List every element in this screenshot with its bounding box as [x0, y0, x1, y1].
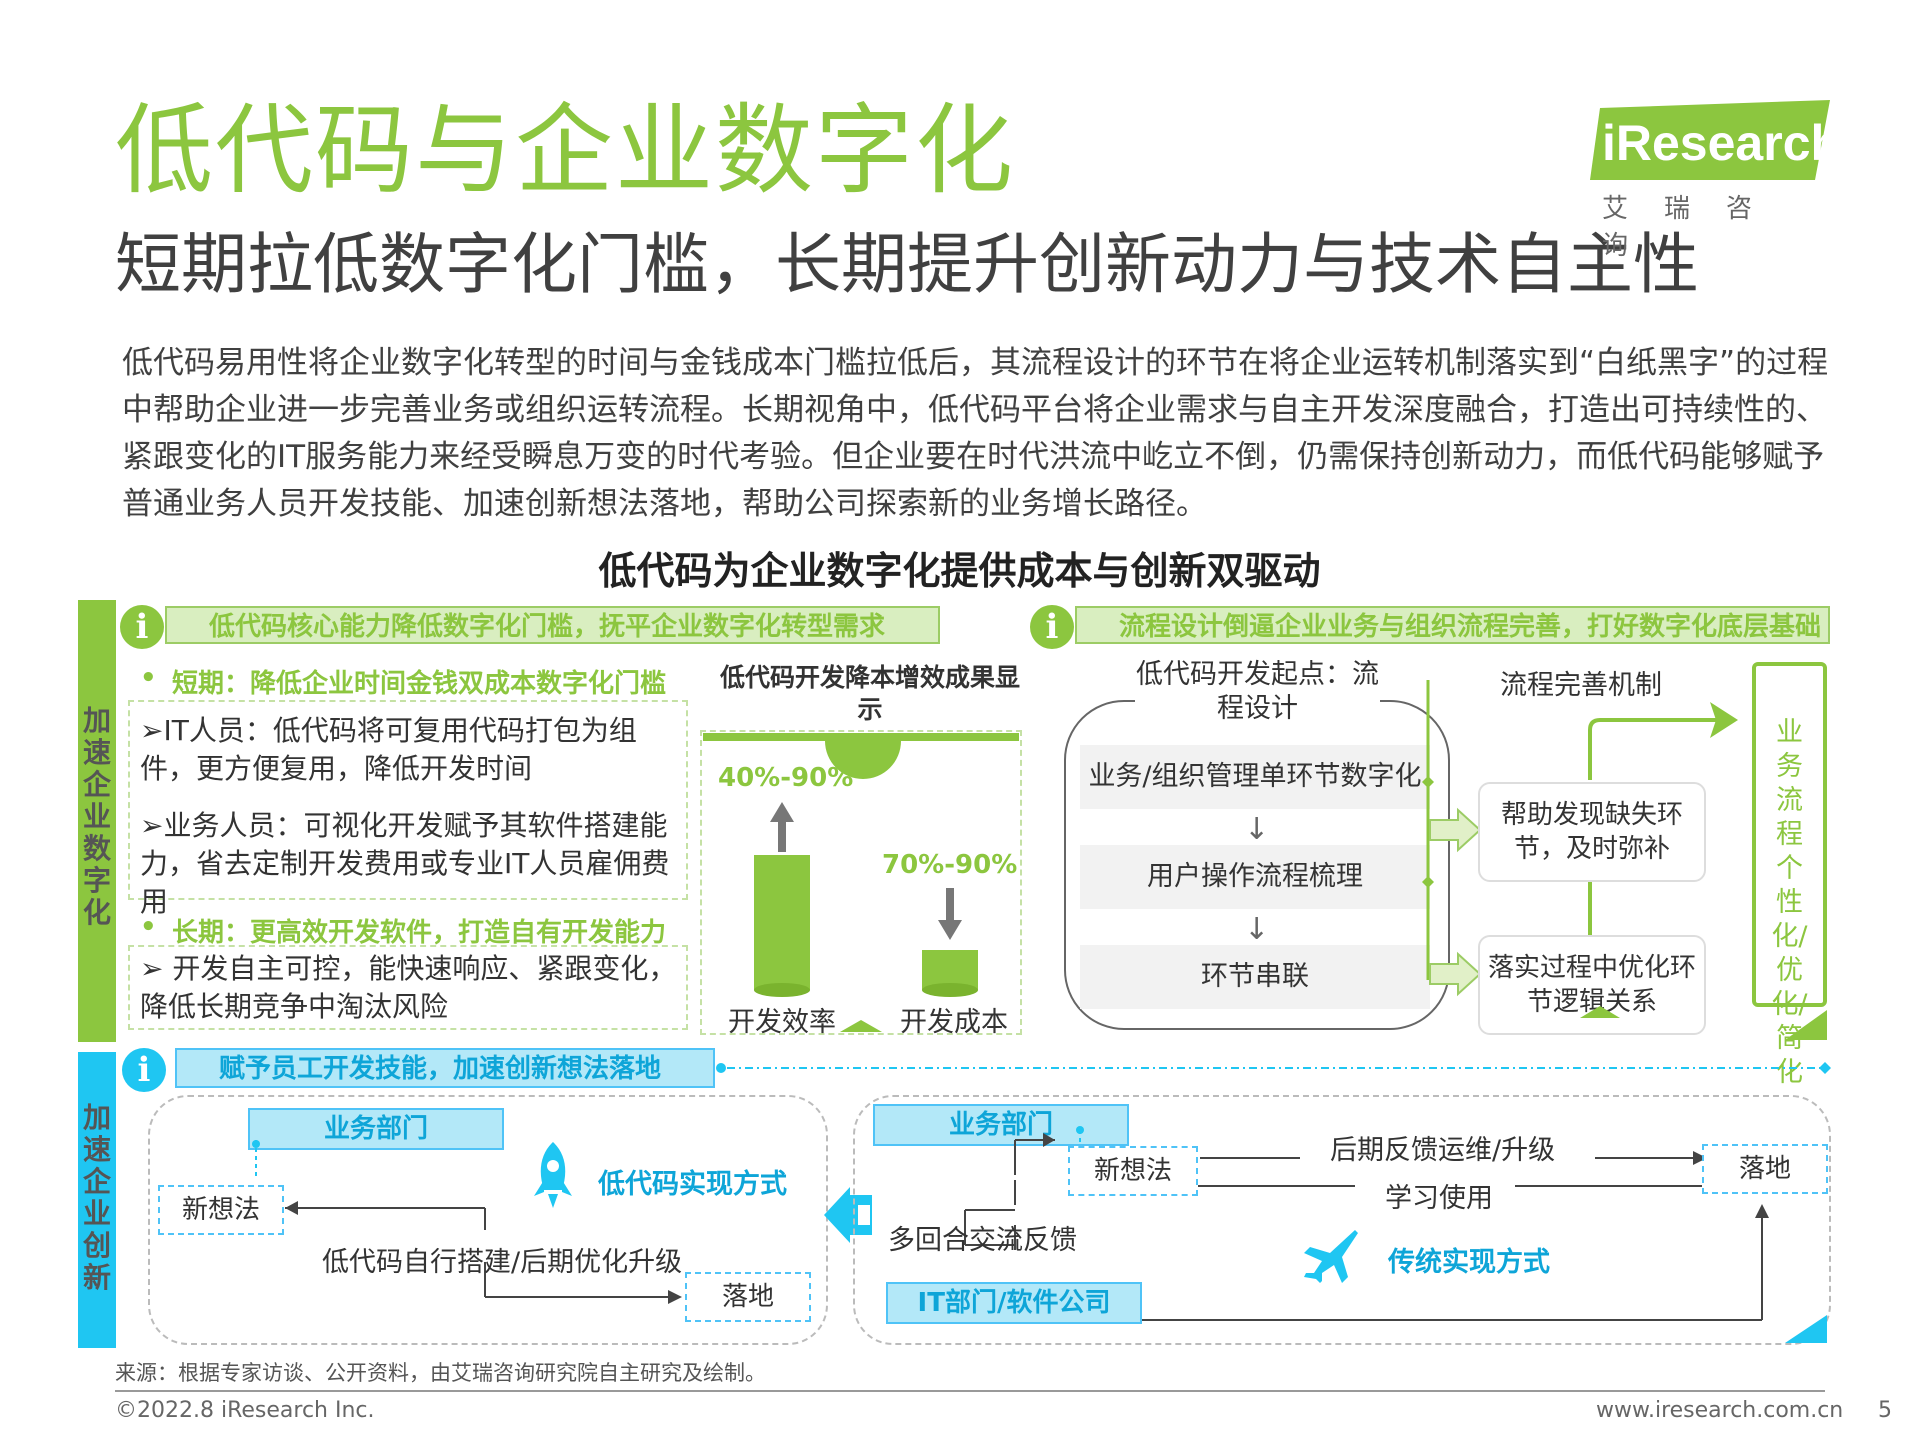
- short-term-box: [128, 700, 688, 900]
- long-term-heading: 长期：更高效开发软件，打造自有开发能力: [172, 918, 667, 948]
- right-banner: 流程设计倒逼企业业务与组织流程完善，打好数字化底层基础: [1075, 606, 1830, 644]
- lowcode-path: 低代码自行搭建/后期优化升级: [322, 1247, 683, 1278]
- page-subtitle: 短期拉低数字化门槛，长期提升创新动力与技术自主性: [115, 226, 1699, 303]
- footer-divider: [115, 1390, 1825, 1392]
- efficiency-bar: [754, 855, 810, 990]
- step-3: 环节串联: [1080, 945, 1430, 1009]
- efficiency-value: 40%-90%: [718, 763, 854, 793]
- mechanism-title: 流程完善机制: [1500, 670, 1662, 701]
- swap-arrow-icon: [824, 1187, 872, 1243]
- it-dept-label: IT部门/软件公司: [886, 1282, 1142, 1324]
- chart-top-bar: [703, 733, 1019, 741]
- efficiency-label: 开发效率: [728, 1007, 836, 1038]
- dashed-divider: [716, 1062, 1831, 1074]
- short-term-heading: 短期：降低企业时间金钱双成本数字化门槛: [172, 669, 667, 699]
- diagram-title: 低代码为企业数字化提供成本与创新双驱动: [598, 549, 1321, 593]
- step-1: 业务/组织管理单环节数字化: [1080, 745, 1430, 809]
- up-arrow-icon: [770, 802, 794, 852]
- left-banner: 低代码核心能力降低数字化门槛，抚平企业数字化转型需求: [165, 606, 940, 644]
- logo-cn: 艾瑞咨询: [1602, 194, 1789, 261]
- sidebar-innovation: 加速企业创新: [78, 1052, 116, 1348]
- sidebar-top-label: 加速企业数字化: [83, 704, 112, 929]
- multi-feedback-label: 多回合交流反馈: [888, 1225, 1077, 1256]
- lowcode-mode-box: [148, 1095, 828, 1345]
- it-staff-text: ➢IT人员：低代码将可复用代码打包为组件，更方便复用，降低开发时间: [140, 714, 637, 785]
- chart-title: 低代码开发降本增效成果显示: [719, 663, 1020, 724]
- bottom-banner: 赋予员工开发技能，加速创新想法落地: [175, 1048, 715, 1088]
- bullet-dot: •: [140, 663, 157, 693]
- plane-icon: [1304, 1230, 1358, 1283]
- corner-triangle: [1785, 1315, 1827, 1343]
- source-note: 来源：根据专家访谈、公开资料，由艾瑞咨询研究院自主研究及绘制。: [115, 1361, 766, 1385]
- cost-efficiency-chart: [703, 733, 1019, 1032]
- intro-paragraph: 低代码易用性将企业数字化转型的时间与金钱成本门槛拉低后，其流程设计的环节在将企业…: [122, 345, 1829, 522]
- logo-brand: iResearch: [1602, 115, 1842, 171]
- landing-node: 落地: [685, 1272, 811, 1322]
- biz-staff-text: ➢业务人员：可视化开发赋予其软件搭建能力，省去定制开发费用或专业IT人员雇佣费用: [140, 809, 670, 918]
- long-term-text: ➢ 开发自主可控，能快速响应、紧跟变化，降低长期竞争中淘汰风险: [140, 952, 677, 1023]
- down-arrow-icon: [938, 888, 962, 940]
- step-2: 用户操作流程梳理: [1080, 845, 1430, 909]
- traditional-mode-label: 传统实现方式: [1388, 1247, 1550, 1278]
- cost-value: 70%-90%: [882, 850, 1018, 880]
- cost-label: 开发成本: [900, 1007, 1008, 1038]
- triangle-icon: [1580, 1006, 1620, 1018]
- info-icon: i: [122, 1048, 166, 1092]
- result-box: 业务流程个性化/优化/简化: [1752, 662, 1827, 1088]
- sidebar-bottom-label: 加速企业创新: [83, 1101, 112, 1294]
- lowcode-flow-lines: [252, 1140, 682, 1304]
- iresearch-logo: iResearch 艾瑞咨询: [1590, 100, 1841, 261]
- logo-shape: [1590, 100, 1830, 180]
- chart-top-half-circle: [825, 741, 901, 779]
- result-text: 业务流程个性化/优化/简化: [1771, 717, 1808, 1088]
- traditional-mode-box: [853, 1095, 1831, 1345]
- mechanism-connectors: [1422, 680, 1738, 997]
- idea-node: 新想法: [1068, 1146, 1198, 1196]
- corner-triangle: [1785, 1010, 1827, 1040]
- bullet-dot: •: [140, 912, 157, 942]
- chart-box: [700, 730, 1022, 1035]
- rocket-icon: [534, 1142, 572, 1208]
- website-link[interactable]: www.iresearch.com.cn: [1596, 1398, 1844, 1423]
- idea-node: 新想法: [158, 1185, 284, 1235]
- info-icon: i: [1030, 605, 1074, 649]
- info-icon: i: [120, 605, 164, 649]
- page-number: 5: [1878, 1398, 1892, 1423]
- biz-dept-label: 业务部门: [873, 1104, 1129, 1146]
- learn-use-label: 学习使用: [1385, 1183, 1493, 1214]
- page-title: 低代码与企业数字化: [115, 94, 1016, 208]
- sidebar-digitalization: 加速企业数字化: [78, 600, 116, 1042]
- copyright: ©2022.8 iResearch Inc.: [115, 1398, 375, 1423]
- mechanism-2: 落实过程中优化环节逻辑关系: [1478, 935, 1706, 1035]
- down-arrow-icon: ↓: [1244, 912, 1270, 947]
- mechanism-1: 帮助发现缺失环节，及时弥补: [1478, 782, 1706, 882]
- feedback-ops-label: 后期反馈运维/升级: [1330, 1135, 1556, 1166]
- chart-bottom-triangle: [840, 1020, 882, 1032]
- long-term-box: [128, 945, 688, 1030]
- efficiency-bar-base: [754, 983, 810, 997]
- lowcode-mode-label: 低代码实现方式: [598, 1169, 787, 1200]
- biz-dept-label: 业务部门: [248, 1108, 504, 1150]
- cost-bar-base: [922, 983, 978, 997]
- down-arrow-icon: ↓: [1244, 812, 1270, 847]
- start-title: 低代码开发起点：流程设计: [1135, 658, 1380, 726]
- landing-node: 落地: [1702, 1144, 1828, 1194]
